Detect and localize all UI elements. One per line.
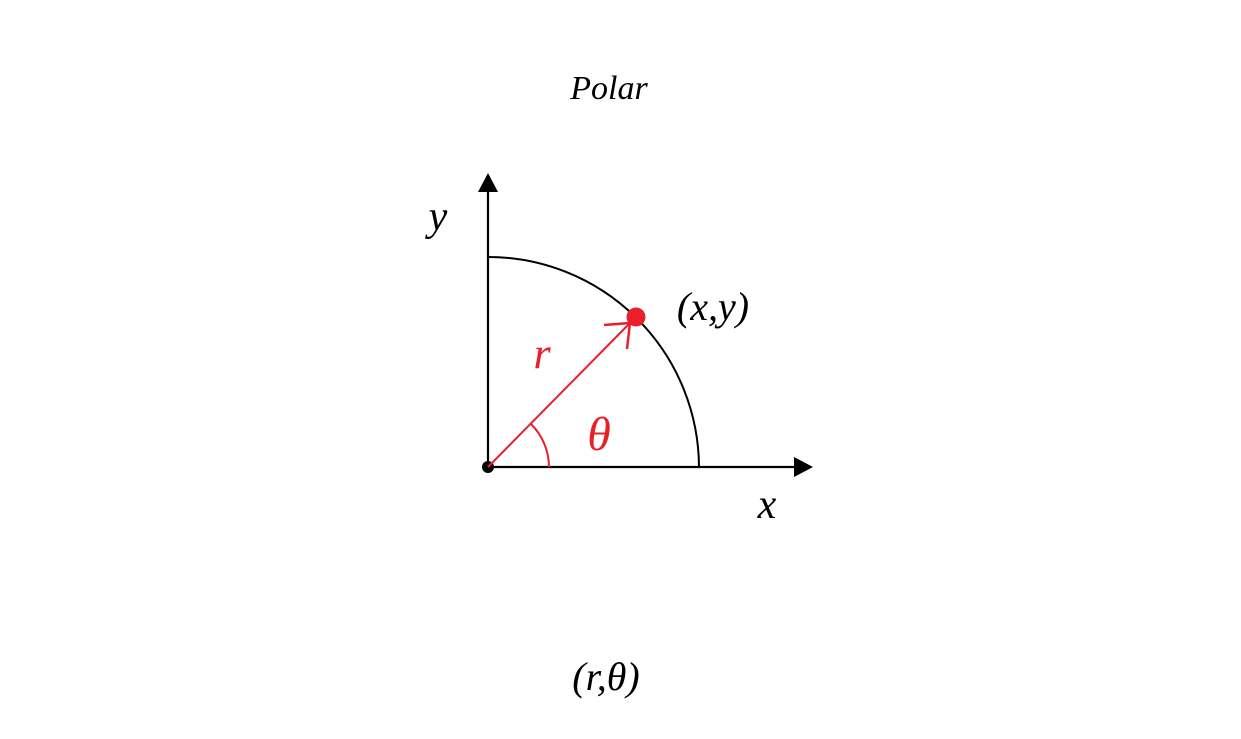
radius-vector-line <box>487 322 631 468</box>
diagram-title: Polar <box>569 70 648 107</box>
y-axis-label: y <box>425 194 448 240</box>
angle-label: θ <box>587 408 611 461</box>
radius-label: r <box>533 329 551 378</box>
polar-coordinates-label: (r,θ) <box>572 654 639 699</box>
point-xy-marker <box>626 307 646 327</box>
y-axis-arrowhead <box>478 173 498 192</box>
x-axis-arrowhead <box>794 457 813 477</box>
angle-arc <box>530 423 550 468</box>
x-axis-label: x <box>757 482 777 528</box>
point-xy-label: (x,y) <box>677 284 749 329</box>
